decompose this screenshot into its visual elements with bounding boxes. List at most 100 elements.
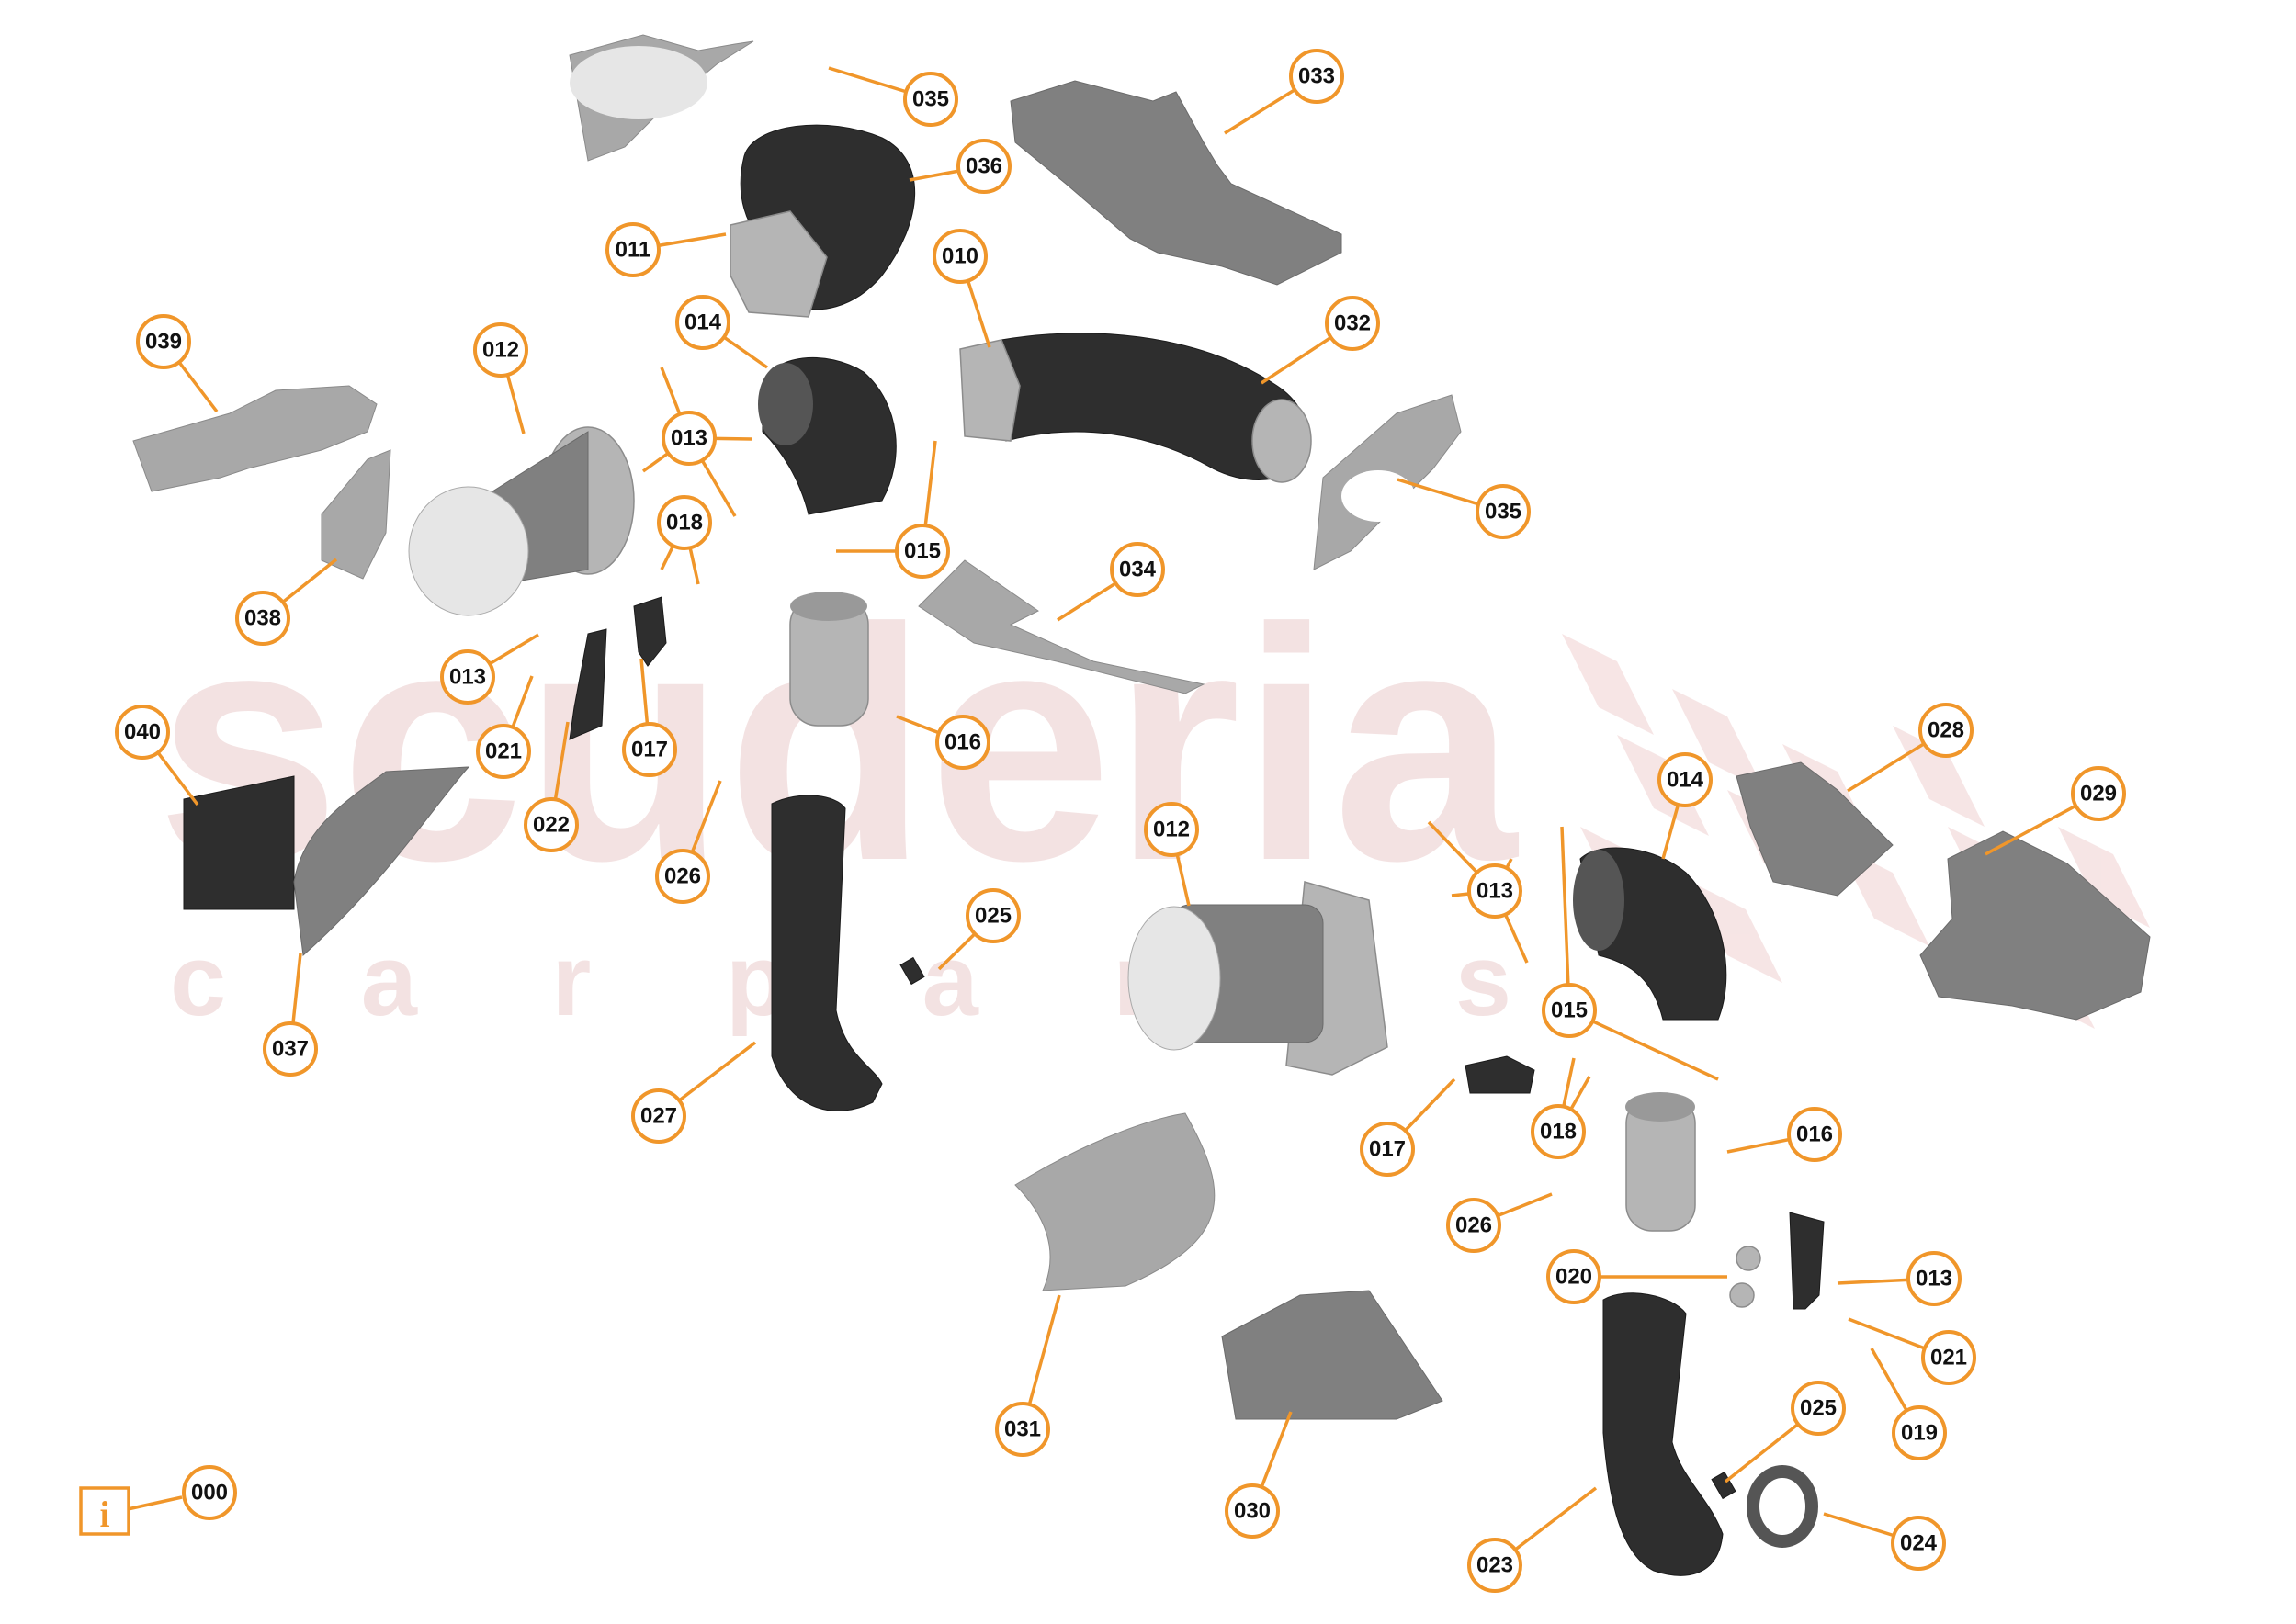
callout-034[interactable]: 034	[1110, 542, 1165, 597]
callout-circle[interactable]	[1791, 1381, 1846, 1436]
callout-027[interactable]: 027	[631, 1088, 686, 1144]
callout-circle[interactable]	[2071, 766, 2126, 821]
callout-024[interactable]: 024	[1891, 1516, 1946, 1571]
callout-032[interactable]: 032	[1325, 296, 1380, 351]
callout-circle[interactable]	[657, 495, 712, 550]
callout-circle[interactable]	[995, 1402, 1050, 1457]
part-012-filter-top	[408, 426, 635, 616]
callout-035[interactable]: 035	[1476, 484, 1531, 539]
callout-circle[interactable]	[136, 314, 191, 369]
callout-circle[interactable]	[935, 715, 990, 770]
callout-014[interactable]: 014	[675, 295, 730, 350]
callout-015[interactable]: 015	[895, 524, 950, 579]
callout-circle[interactable]	[1906, 1251, 1962, 1306]
callout-circle[interactable]	[115, 705, 170, 760]
callout-017[interactable]: 017	[622, 722, 677, 777]
part-020-grommet-top	[1736, 1246, 1761, 1271]
callout-circle[interactable]	[903, 72, 958, 127]
callout-018[interactable]: 018	[1531, 1104, 1586, 1159]
callout-038[interactable]: 038	[235, 591, 290, 646]
callout-000[interactable]	[182, 1465, 237, 1520]
callout-012[interactable]: 012	[473, 322, 528, 378]
callout-circle[interactable]	[1542, 983, 1597, 1038]
callout-circle[interactable]	[895, 524, 950, 579]
callout-040[interactable]: 040	[115, 705, 170, 760]
callout-circle[interactable]	[1289, 49, 1344, 104]
callout-036[interactable]: 036	[956, 139, 1012, 194]
callout-026[interactable]: 026	[1446, 1198, 1501, 1253]
part-017-sensor-top	[633, 596, 667, 667]
callout-circle[interactable]	[655, 849, 710, 904]
callout-022[interactable]: 022	[524, 797, 579, 852]
callout-021[interactable]: 021	[1921, 1330, 1976, 1385]
callout-020[interactable]: 020	[1546, 1249, 1601, 1304]
callout-circle[interactable]	[1360, 1122, 1415, 1177]
callout-circle[interactable]	[956, 139, 1012, 194]
callout-016[interactable]: 016	[1787, 1107, 1842, 1162]
callout-circle[interactable]	[966, 888, 1021, 943]
callout-010[interactable]: 010	[933, 229, 988, 284]
callout-025[interactable]: 025	[1791, 1381, 1846, 1436]
callout-033[interactable]: 033	[1289, 49, 1344, 104]
info-icon: i	[99, 1494, 109, 1535]
callout-circle[interactable]	[1225, 1483, 1280, 1539]
callout-circle[interactable]	[933, 229, 988, 284]
callout-circle[interactable]	[1110, 542, 1165, 597]
callout-circle[interactable]	[1144, 802, 1199, 857]
info-callout[interactable]: i 000	[79, 1465, 237, 1536]
callout-circle[interactable]	[631, 1088, 686, 1144]
callout-circle[interactable]	[1467, 1538, 1522, 1593]
callout-circle[interactable]	[662, 411, 717, 466]
callout-025[interactable]: 025	[966, 888, 1021, 943]
callout-015[interactable]: 015	[1542, 983, 1597, 1038]
callout-018[interactable]: 018	[657, 495, 712, 550]
callout-circle[interactable]	[476, 724, 531, 779]
callout-035[interactable]: 035	[903, 72, 958, 127]
callout-031[interactable]: 031	[995, 1402, 1050, 1457]
info-box[interactable]	[79, 1486, 130, 1536]
part-037-half-pipe	[293, 766, 470, 957]
part-025-clip-top	[899, 956, 925, 986]
callout-028[interactable]: 028	[1918, 703, 1974, 758]
callout-circle[interactable]	[1921, 1330, 1976, 1385]
callout-circle[interactable]	[1476, 484, 1531, 539]
callout-circle[interactable]	[1787, 1107, 1842, 1162]
callout-014[interactable]: 014	[1657, 752, 1713, 807]
callout-circle[interactable]	[1546, 1249, 1601, 1304]
callout-circle[interactable]	[235, 591, 290, 646]
callout-013[interactable]: 013	[662, 411, 717, 466]
callout-circle[interactable]	[1531, 1104, 1586, 1159]
callout-021[interactable]: 021	[476, 724, 531, 779]
callout-026[interactable]: 026	[655, 849, 710, 904]
callout-circle[interactable]	[675, 295, 730, 350]
callout-circle[interactable]	[1892, 1405, 1947, 1460]
callout-circle[interactable]	[1467, 863, 1522, 919]
callout-circle[interactable]	[1918, 703, 1974, 758]
callout-013[interactable]: 013	[1467, 863, 1522, 919]
callout-013[interactable]: 013	[1906, 1251, 1962, 1306]
callout-023[interactable]: 023	[1467, 1538, 1522, 1593]
callout-019[interactable]: 019	[1892, 1405, 1947, 1460]
callout-013[interactable]: 013	[440, 649, 495, 705]
callout-011[interactable]: 011	[605, 222, 661, 277]
callout-029[interactable]: 029	[2071, 766, 2126, 821]
callout-039[interactable]: 039	[136, 314, 191, 369]
part-020-grommet-bottom	[1729, 1282, 1755, 1308]
part-028-block	[1736, 761, 1894, 897]
callout-circle[interactable]	[1891, 1516, 1946, 1571]
callout-circle[interactable]	[440, 649, 495, 705]
callout-circle[interactable]	[263, 1021, 318, 1077]
callout-012[interactable]: 012	[1144, 802, 1199, 857]
callout-016[interactable]: 016	[935, 715, 990, 770]
callout-circle[interactable]	[1657, 752, 1713, 807]
callout-circle[interactable]	[1446, 1198, 1501, 1253]
callout-017[interactable]: 017	[1360, 1122, 1415, 1177]
callout-030[interactable]: 030	[1225, 1483, 1280, 1539]
callout-circle[interactable]	[605, 222, 661, 277]
callout-037[interactable]: 037	[263, 1021, 318, 1077]
callout-circle[interactable]	[524, 797, 579, 852]
callout-circle[interactable]	[473, 322, 528, 378]
callout-circle[interactable]	[1325, 296, 1380, 351]
callout-circle[interactable]	[622, 722, 677, 777]
